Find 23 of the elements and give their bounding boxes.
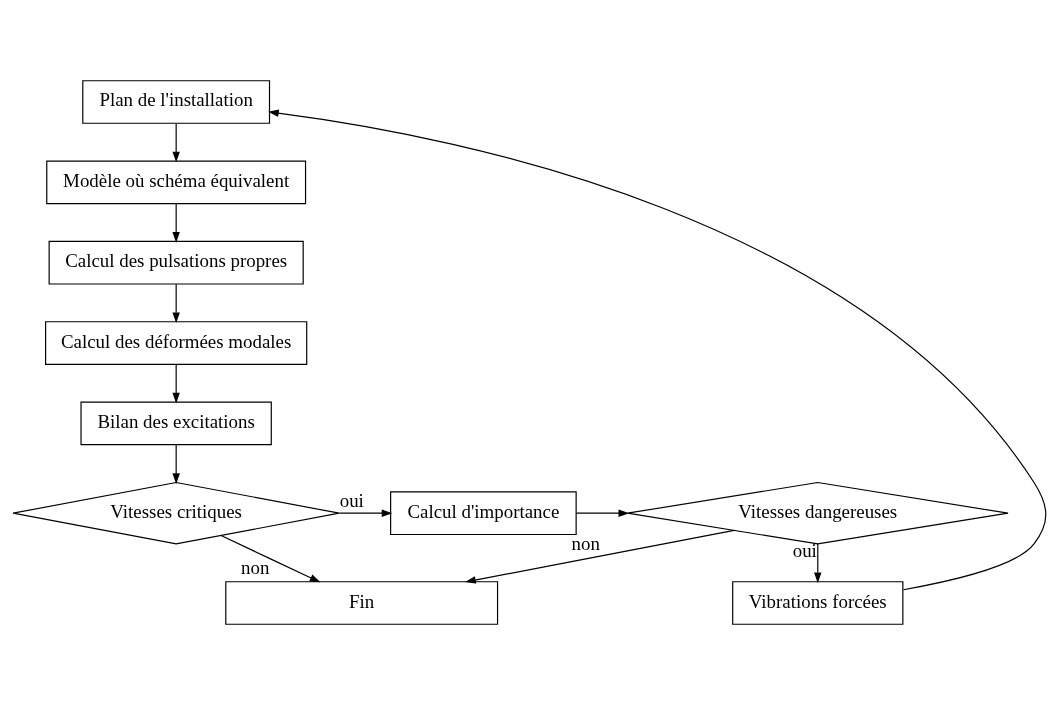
arrow (465, 529, 735, 584)
arrow (172, 364, 180, 404)
arrow (172, 283, 180, 324)
arrow (814, 543, 822, 584)
arrow (172, 444, 180, 484)
node-diamond: Vitesses critiques (12, 481, 340, 545)
node-box: Calcul d'importance (390, 491, 577, 536)
node-box: Bilan des excitations (80, 401, 272, 446)
arrow (338, 509, 393, 517)
node-box: Plan de l'installation (82, 80, 271, 124)
arrow (575, 509, 630, 517)
node-box: Modèle où schéma équivalent (46, 160, 307, 205)
edge-label: non (241, 556, 270, 578)
node-box: Calcul des pulsations propres (48, 240, 304, 285)
node-diamond: Vitesses dangereuses (626, 481, 1009, 545)
node-box: Fin (225, 581, 499, 625)
node-box: Vibrations forcées (732, 581, 904, 625)
arrow (268, 109, 1047, 591)
arrow (172, 123, 180, 163)
edge-label: oui (339, 490, 364, 512)
arrow (172, 203, 180, 243)
node-box: Calcul des déformées modales (45, 321, 308, 365)
arrow (220, 534, 321, 583)
